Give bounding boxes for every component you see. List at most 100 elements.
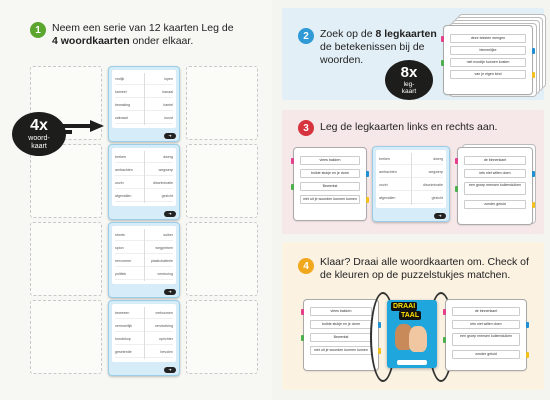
leg-card-row: deze teksten mengen	[450, 34, 526, 43]
step2-line1: Zoek op de	[320, 28, 376, 40]
step1-panel: 1 Neem een serie van 12 kaarten Leg de 4…	[0, 0, 272, 400]
badge-label-2: kaart	[31, 143, 47, 150]
turn-arrow-icon: ➜	[164, 133, 176, 139]
leg-card-row: vlees bakken	[310, 307, 372, 316]
word-right: lopen	[164, 76, 173, 81]
word-right: dwerg	[163, 154, 173, 159]
word-right: wegwerp	[428, 169, 443, 174]
step3-number-badge: 3	[298, 120, 314, 136]
leg-card-row: niet uit je woorden kunnen komen	[300, 195, 360, 204]
word-left: zakraad	[115, 115, 128, 120]
grid-cell	[186, 66, 258, 140]
badge-count: 8x	[400, 64, 418, 81]
grid-cell	[30, 222, 102, 296]
word-right: kunst	[164, 115, 173, 120]
grid-cell	[186, 144, 258, 218]
badge-label-2: kaart	[401, 88, 417, 95]
word-right: verbouwen	[155, 310, 173, 315]
leg-card-row: een groep mensen kuilemduiken	[464, 182, 526, 195]
puzzle-title-1: DRAAI	[391, 302, 418, 311]
badge-pointer-arrow-icon	[90, 120, 104, 132]
word-left: gesetentie	[115, 349, 132, 354]
badge-label-1: leg-	[403, 81, 415, 88]
step3-instruction: Leg de legkaarten links en rechts aan.	[320, 121, 498, 133]
leg-card-row: binnenlijke	[450, 46, 526, 55]
grid-cell	[186, 222, 258, 296]
word-left: hondekop	[115, 336, 131, 341]
word-right: wegwerp	[158, 167, 173, 172]
step4-line2: de kleuren op de puzzelstukjes matchen.	[320, 269, 511, 281]
grid-cell	[30, 300, 102, 374]
leg-card-row: van je eigen kind	[450, 70, 526, 79]
word-left: breken	[115, 154, 126, 159]
step4-instruction: Klaar? Draai alle woordkaarten om. Check…	[320, 256, 542, 282]
word-left: ambachten	[379, 169, 397, 174]
turn-arrow-icon: ➜	[164, 367, 176, 373]
leg-card-row: vlees bakken	[300, 156, 360, 165]
leg-card-count-badge: 8x leg- kaart	[385, 60, 433, 100]
leg-card-row: iets niet willen doen	[452, 320, 520, 329]
badge-pointer-line	[60, 124, 92, 128]
word-right: kantel	[163, 102, 173, 107]
step1-bold: 4 woordkaarten	[52, 35, 130, 47]
word-left: afgevallen	[115, 193, 132, 198]
word-right: gezicht	[161, 193, 173, 198]
leg-card-row: iets niet willen doen	[464, 169, 526, 178]
word-left: onzin	[379, 182, 388, 187]
grid-cell	[186, 300, 258, 374]
word-right: oprichter	[159, 336, 173, 341]
hand-icon	[409, 326, 427, 352]
step1-line1: Neem een serie van 12 kaarten Leg de	[52, 22, 234, 34]
word-left: afgevallen	[379, 195, 396, 200]
turn-arrow-icon: ➜	[164, 289, 176, 295]
step2-bold: 8 legkaarten	[375, 28, 437, 40]
badge-count: 4x	[30, 117, 48, 134]
word-left: onzin	[115, 180, 124, 185]
word-left: bewaking	[115, 102, 131, 107]
leg-card-right: de binnenkant iets niet willen doen een …	[455, 148, 535, 224]
grid-cell	[30, 144, 102, 218]
word-right: gezicht	[431, 195, 443, 200]
word-left: kameel	[115, 89, 127, 94]
leg-card-row: een groep mensen kuilemduiken	[452, 333, 520, 346]
leg-card-row: zonder geluid	[452, 350, 520, 359]
leg-card-row: bolide stukje en je dorm	[300, 169, 360, 178]
step4-line1: Klaar? Draai alle woordkaarten om. Check…	[320, 256, 529, 268]
step1-number-badge: 1	[30, 22, 46, 38]
word-right: plasticbatterie	[150, 258, 173, 263]
leg-card-left: vlees bakken bolide stukje en je dorm Be…	[301, 300, 381, 370]
step1-instruction: Neem een serie van 12 kaarten Leg de 4 w…	[52, 22, 262, 48]
word-right: suiker	[163, 232, 173, 237]
leg-card-right: de binnenkant iets niet willen doen een …	[443, 300, 529, 370]
word-left: vrolijk	[115, 76, 125, 81]
badge-label-1: woord-	[28, 135, 50, 142]
word-left: shorts	[115, 232, 125, 237]
step2-line2: de betekenissen bij de	[320, 41, 425, 53]
turn-arrow-icon: ➜	[434, 213, 446, 219]
step2-number-badge: 2	[298, 28, 314, 44]
puzzle-footer	[397, 360, 427, 365]
leg-card-left: vlees bakken bolide stukje en je dorm Be…	[291, 148, 369, 220]
leg-card-row: Bewerkst	[310, 333, 372, 342]
leg-card-row: niet mooitje kunnen kosten	[450, 58, 526, 67]
word-left: hervormer	[115, 258, 132, 263]
word-right: bevolen	[160, 349, 173, 354]
step1-line2: onder elkaar.	[129, 35, 194, 47]
leg-card-row: de binnenkant	[452, 307, 520, 316]
word-left: politiek	[115, 271, 127, 276]
word-left: vermoeilijk	[115, 323, 132, 328]
draaitaal-puzzle-card: DRAAI TAAL	[387, 300, 437, 368]
word-right: discriminatie	[423, 182, 443, 187]
step2-instruction: Zoek op de 8 legkaarten de betekenissen …	[320, 28, 450, 67]
word-right: verdoving	[157, 271, 173, 276]
word-right: vervloeking	[154, 323, 173, 328]
leg-card-row: Bewerkst	[300, 182, 360, 191]
word-left: spion	[115, 245, 124, 250]
word-right: dwerg	[433, 156, 443, 161]
leg-card-row: zonder geluid	[464, 200, 526, 209]
